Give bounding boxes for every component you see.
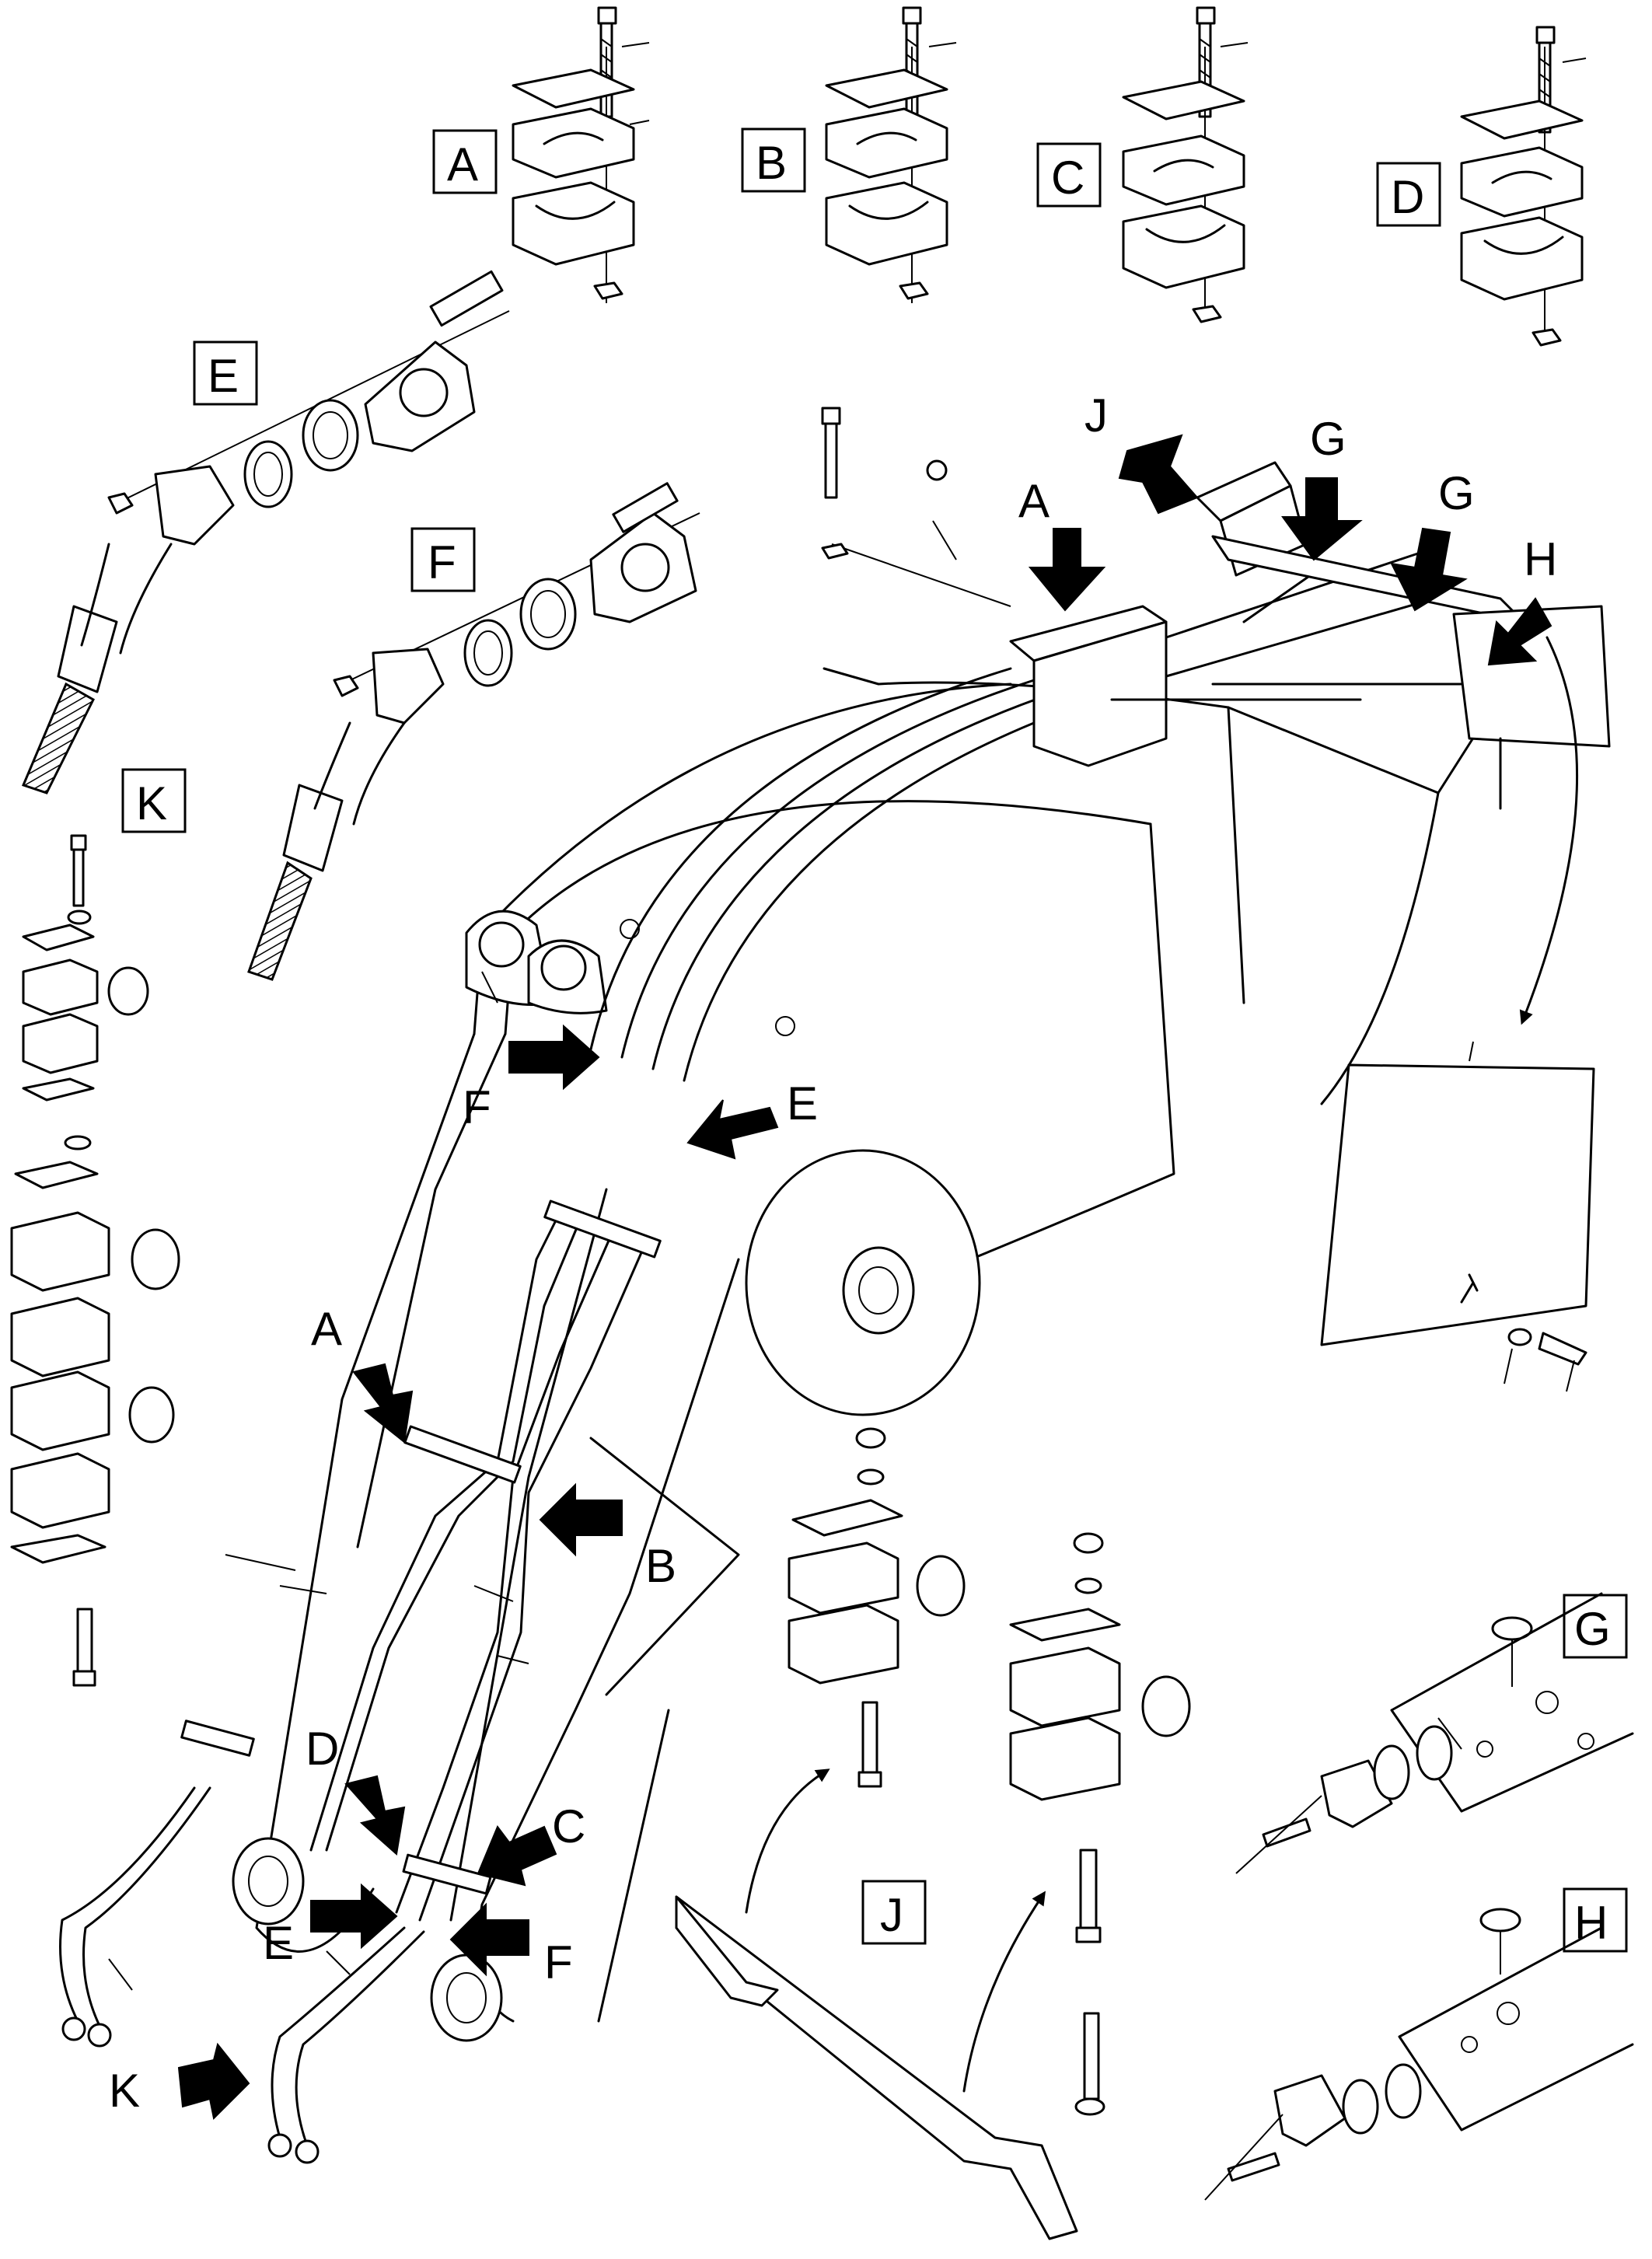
callout-g1: G [1310, 413, 1346, 465]
callout-label-f: F [428, 536, 456, 588]
arrow-j-top [1118, 434, 1199, 515]
callout-d-low: D [306, 1723, 339, 1775]
arrow-f-low [449, 1902, 529, 1977]
assembly-callouts: J G G H A F E A B D C E F K [109, 389, 1557, 2121]
label-box-f [410, 527, 476, 592]
arrow-a-mid [352, 1363, 414, 1444]
callout-label-g: G [1574, 1603, 1611, 1655]
arrow-c-low [477, 1825, 557, 1887]
callout-label-c: C [1051, 152, 1084, 204]
clamp-kit-detail-k: K [10, 768, 187, 1687]
callout-label-e: E [208, 350, 239, 402]
label-box-b [741, 127, 806, 193]
arrow-e-low [310, 1883, 398, 1950]
arrow-a-top [1028, 528, 1106, 612]
label-box-c [1036, 142, 1102, 208]
arrow-b-mid [539, 1482, 623, 1557]
callout-label-k: K [136, 777, 167, 829]
label-box-h [1563, 1887, 1628, 1953]
label-box-d [1376, 162, 1441, 227]
callout-e-mid: E [787, 1077, 818, 1130]
callout-b-mid: B [645, 1540, 676, 1592]
flange-detail-e: E [21, 270, 510, 794]
callout-k-low: K [109, 2065, 140, 2117]
clamp-detail-d: D [1376, 26, 1587, 347]
callout-f-mid: F [463, 1081, 491, 1133]
callout-label-d: D [1391, 171, 1424, 223]
arrow-h [1487, 597, 1552, 666]
port-fitting-detail-g: G [1235, 1592, 1634, 1874]
label-box-k [121, 768, 187, 833]
arrow-g1 [1281, 477, 1363, 561]
callout-e-low: E [263, 1917, 294, 1969]
callout-label-b: B [756, 137, 787, 189]
clamp-detail-a: A [432, 6, 650, 303]
callout-label-a: A [447, 138, 478, 190]
arrow-e-mid [686, 1099, 779, 1160]
leader-lines [108, 971, 1462, 1991]
callout-a-mid: A [311, 1303, 342, 1355]
label-box-j [861, 1880, 927, 1945]
cover-plate [1320, 636, 1595, 1392]
arrow-d-low [344, 1775, 406, 1856]
flange-detail-f: F [247, 482, 700, 981]
callout-f-low: F [544, 1936, 573, 1988]
callout-label-j: J [880, 1889, 903, 1941]
callout-a-top: A [1018, 475, 1050, 527]
clamp-detail-b: B [741, 6, 957, 303]
arrow-k-low [177, 2042, 250, 2121]
label-box-e [193, 340, 258, 406]
main-boom-assembly [59, 407, 1611, 2164]
label-box-g [1563, 1594, 1628, 1659]
arrow-f-mid [508, 1024, 600, 1091]
callout-j-top: J [1084, 389, 1108, 442]
callout-g2: G [1438, 467, 1475, 519]
clamp-detail-c: C [1036, 6, 1249, 323]
clamp-kit-detail-j: J [675, 1427, 1191, 2240]
callout-h: H [1524, 533, 1557, 585]
label-box-a [432, 129, 498, 194]
arrow-g2 [1390, 527, 1468, 612]
port-fitting-detail-h: H [1204, 1887, 1634, 2201]
callout-c-low: C [552, 1800, 585, 1852]
